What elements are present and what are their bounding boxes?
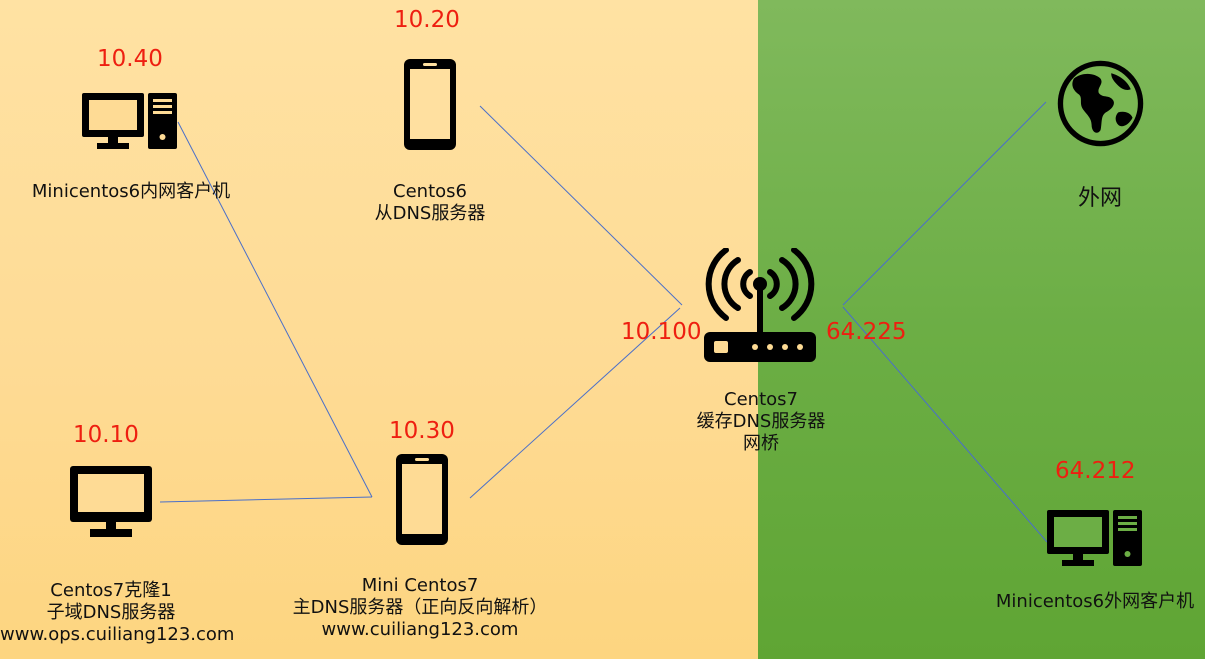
phone-icon — [404, 59, 456, 150]
master-dns-label: Mini Centos7 主DNS服务器（正向反向解析） www.cuilian… — [270, 575, 570, 641]
router-bridge: 网桥 — [743, 433, 779, 454]
router-role: 缓存DNS服务器 — [696, 411, 826, 432]
globe-icon — [1057, 60, 1144, 147]
slave-dns-name: Centos6 — [393, 181, 467, 202]
slave-dns-label: Centos6 从DNS服务器 — [330, 181, 530, 225]
master-dns-ip: 10.30 — [389, 418, 455, 444]
sub-dns-label: Centos7克隆1 子域DNS服务器 www.ops.cuiliang123.… — [0, 580, 235, 646]
client-wan-label: Minicentos6外网客户机 — [985, 591, 1205, 613]
slave-dns-role: 从DNS服务器 — [374, 203, 486, 224]
desktop-tower-icon — [1047, 510, 1142, 566]
link-slave-to-router — [479, 105, 683, 306]
router-name: Centos7 — [724, 389, 798, 410]
master-dns-name: Mini Centos7 — [361, 575, 479, 596]
link-sub-dns-to-master — [159, 496, 373, 503]
internet-label: 外网 — [1050, 185, 1150, 213]
client-lan-label: Minicentos6内网客户机 — [20, 181, 242, 203]
desktop-tower-icon — [82, 93, 177, 149]
sub-dns-domain: www.ops.cuiliang123.com — [0, 624, 235, 645]
router-ip-wan: 64.225 — [826, 319, 907, 345]
internet-name: 外网 — [1077, 186, 1122, 211]
sub-dns-name: Centos7克隆1 — [50, 580, 172, 601]
router-ip-lan: 10.100 — [621, 319, 702, 345]
link-router-to-internet — [842, 101, 1047, 306]
router-label: Centos7 缓存DNS服务器 网桥 — [661, 389, 861, 455]
phone-icon — [396, 454, 448, 545]
sub-dns-ip: 10.10 — [73, 422, 139, 448]
link-client-lan-to-master — [177, 121, 373, 498]
master-dns-domain: www.cuiliang123.com — [321, 619, 519, 640]
client-wan-ip: 64.212 — [1055, 458, 1136, 484]
client-lan-ip: 10.40 — [97, 46, 163, 72]
link-master-to-router — [469, 307, 681, 499]
client-wan-name: Minicentos6外网客户机 — [995, 591, 1195, 612]
wifi-router-icon — [704, 248, 816, 362]
slave-dns-ip: 10.20 — [394, 7, 460, 33]
master-dns-role: 主DNS服务器（正向反向解析） — [292, 597, 548, 618]
client-lan-name: Minicentos6内网客户机 — [31, 181, 231, 202]
link-router-to-client-wan — [842, 306, 1048, 543]
monitor-icon — [70, 466, 152, 537]
sub-dns-role: 子域DNS服务器 — [46, 602, 176, 623]
